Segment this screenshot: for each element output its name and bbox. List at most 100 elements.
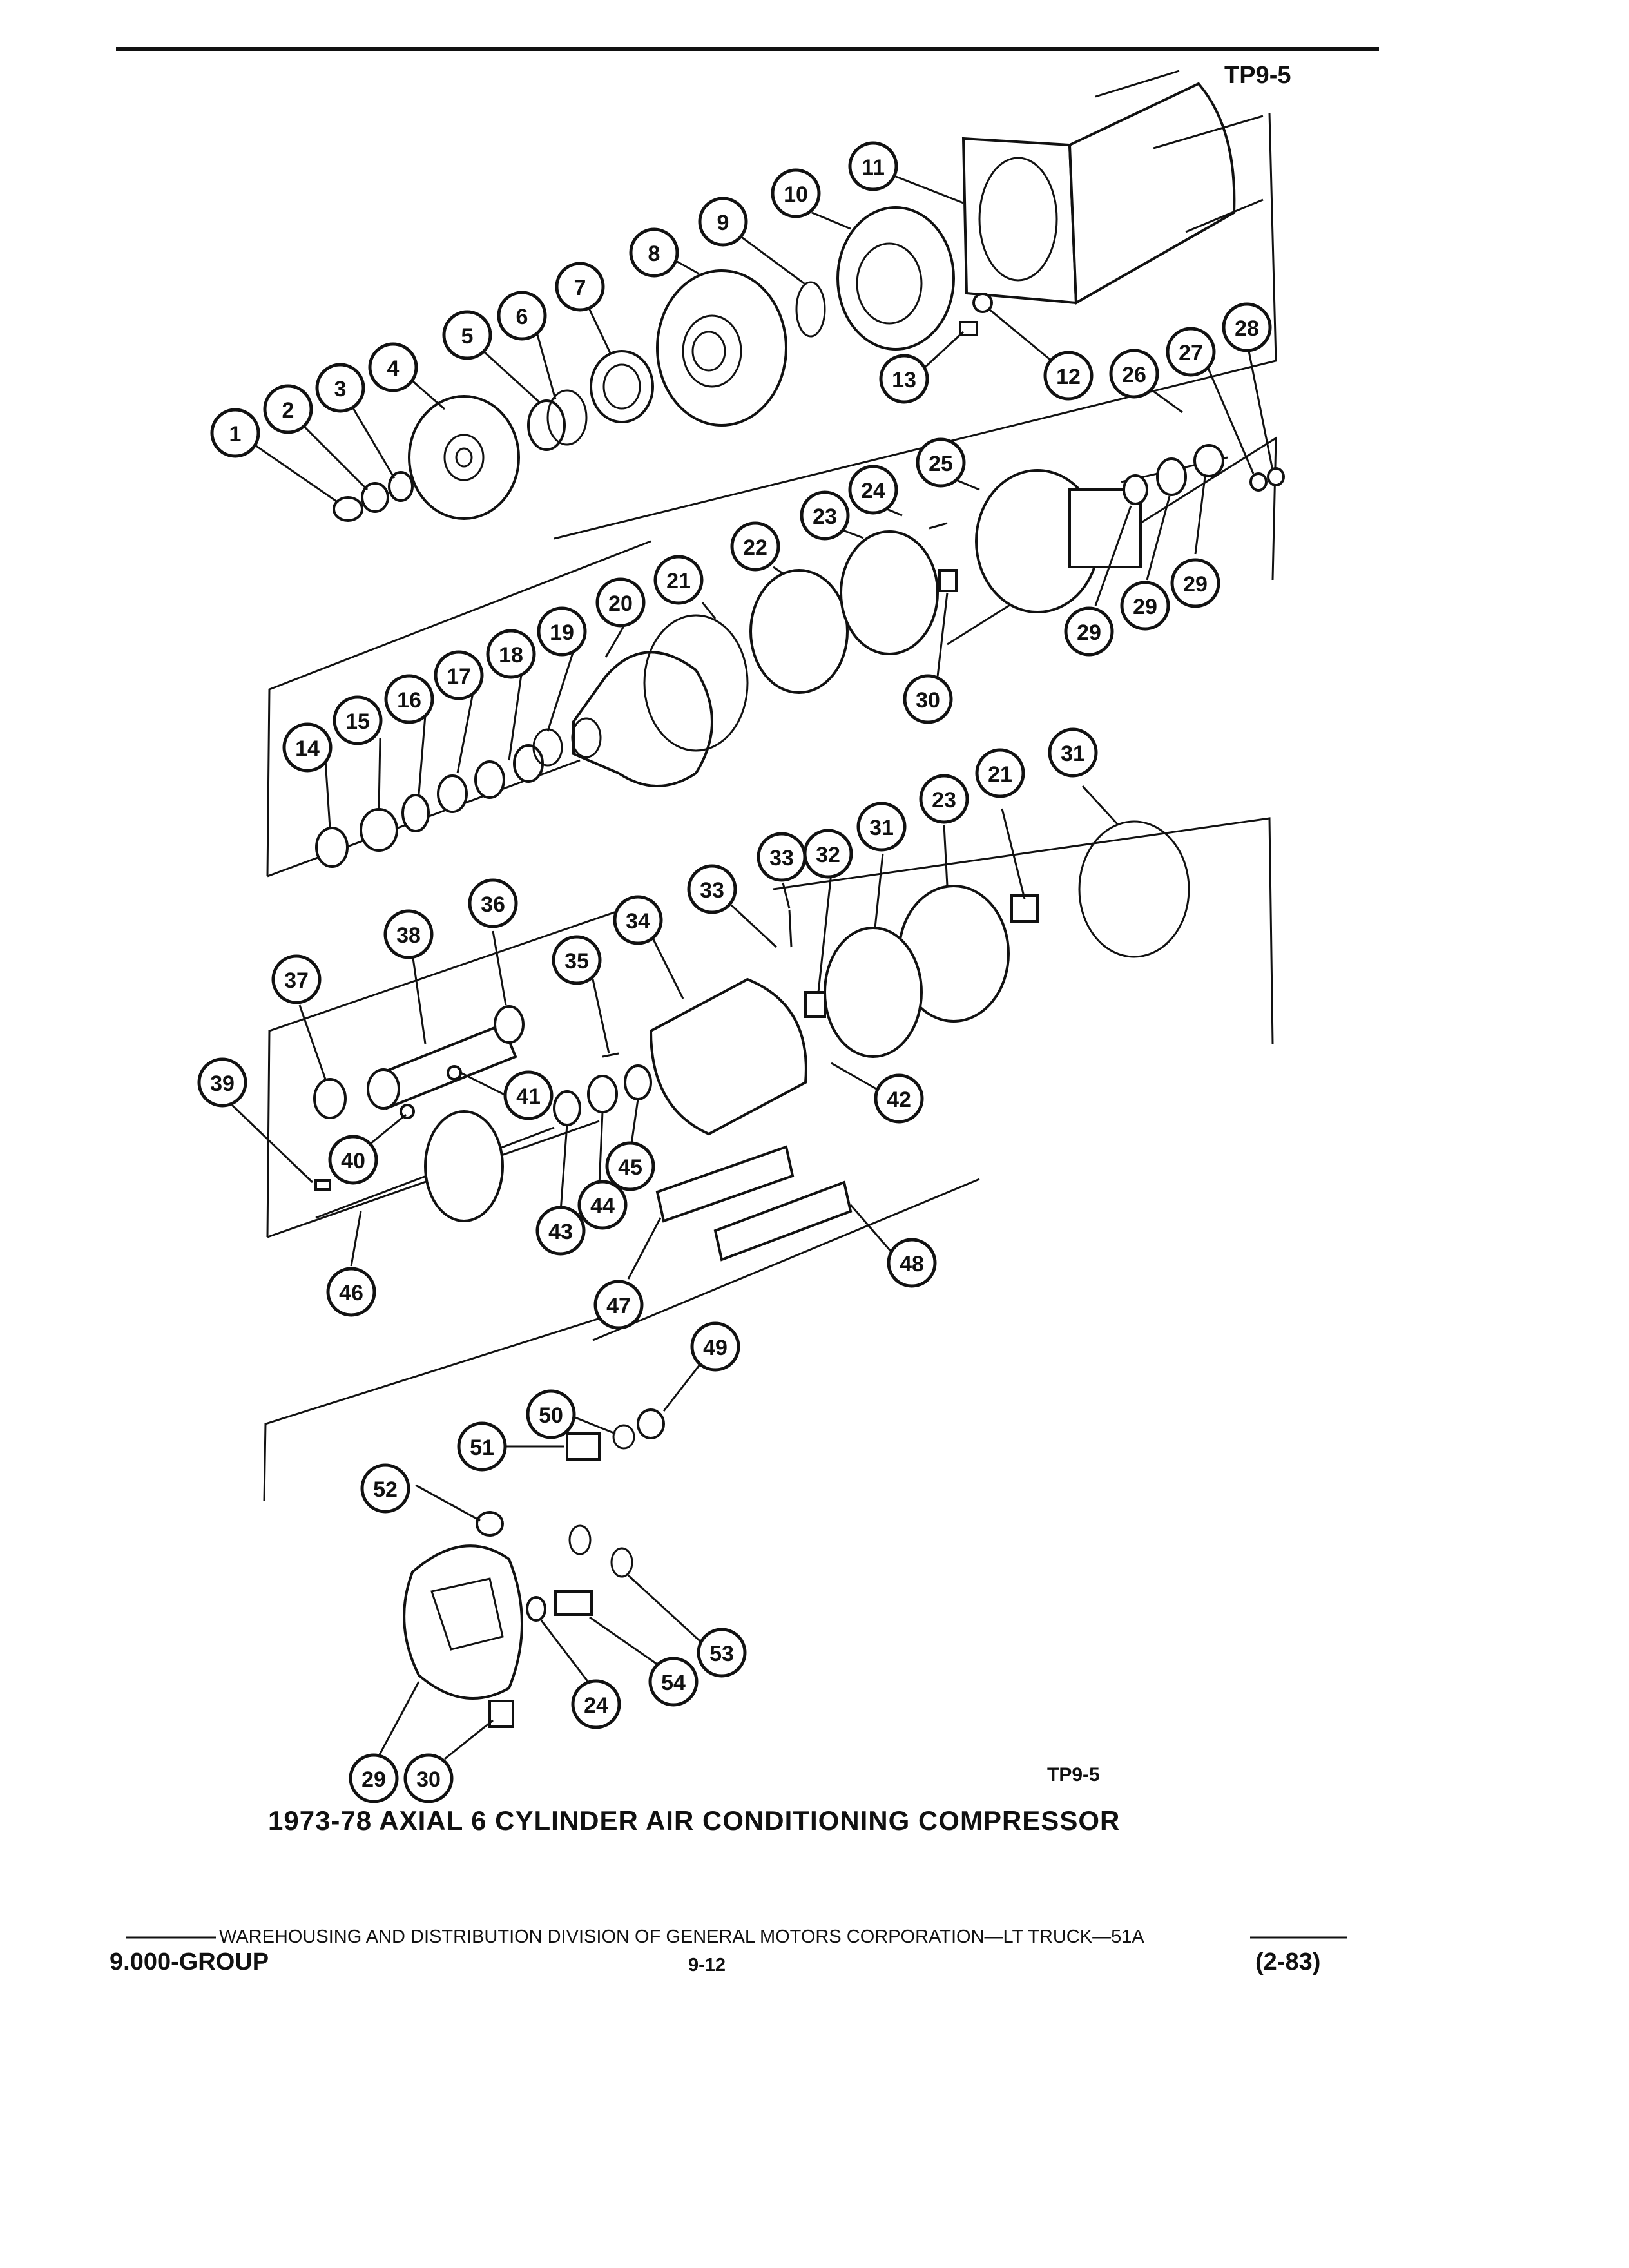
svg-text:24: 24 [584,1693,608,1718]
svg-text:32: 32 [816,843,840,867]
callout-39: 39 [197,1057,247,1108]
svg-text:10: 10 [784,182,808,207]
callout-14: 14 [282,722,333,773]
part-pulley-bearing [590,350,654,423]
svg-text:16: 16 [397,688,421,713]
callout-13: 13 [879,354,929,404]
part-reed-valve [749,569,849,694]
footer-page-number: 9-12 [688,1955,726,1975]
callout-23: 23 [919,774,969,824]
callout-8: 8 [629,227,679,278]
callout-18: 18 [486,629,536,679]
svg-text:45: 45 [618,1155,642,1180]
callout-24: 24 [571,1679,621,1729]
callout-7: 7 [555,262,605,312]
callout-33: 33 [687,864,737,914]
callout-50: 50 [526,1389,576,1439]
svg-text:17: 17 [447,664,471,689]
svg-text:1: 1 [229,422,242,447]
part-snap-ring [527,399,566,451]
callout-20: 20 [595,577,646,628]
svg-text:7: 7 [574,276,586,300]
part-valve-plate [840,530,939,655]
svg-text:15: 15 [345,709,370,734]
part-oil-screen [655,1145,795,1223]
callout-31: 31 [856,802,907,852]
front-head-parts [315,444,1285,868]
svg-text:53: 53 [709,1642,734,1666]
callout-1: 1 [210,408,260,458]
callout-46: 46 [326,1267,376,1317]
callout-29: 29 [1120,581,1170,631]
svg-text:48: 48 [900,1252,924,1276]
callout-29: 29 [1064,606,1114,657]
callout-31: 31 [1048,727,1098,778]
svg-text:30: 30 [916,688,940,713]
callout-9: 9 [698,197,748,247]
svg-text:28: 28 [1235,316,1259,341]
svg-text:19: 19 [550,620,574,645]
callout-5: 5 [442,310,492,360]
svg-text:9: 9 [717,211,729,235]
callout-48: 48 [887,1238,937,1288]
figure-title: 1973-78 AXIAL 6 CYLINDER AIR CONDITIONIN… [268,1805,1121,1836]
callout-41: 41 [503,1070,554,1120]
svg-text:51: 51 [470,1436,494,1460]
svg-text:2: 2 [282,398,294,423]
callout-49: 49 [690,1321,740,1372]
svg-text:46: 46 [339,1281,363,1305]
footer-date: (2-83) [1255,1948,1321,1975]
callout-22: 22 [730,521,780,572]
callout-30: 30 [903,674,953,724]
svg-text:11: 11 [862,155,885,180]
svg-text:29: 29 [1183,572,1208,597]
callout-24: 24 [848,465,898,515]
svg-text:13: 13 [892,368,916,392]
svg-text:3: 3 [334,377,347,401]
part-pulley [656,269,787,427]
svg-text:37: 37 [284,968,309,993]
part-shell-body [1068,82,1236,305]
svg-text:40: 40 [341,1149,365,1173]
svg-text:8: 8 [648,242,660,266]
svg-text:23: 23 [932,788,956,812]
callout-35: 35 [552,935,602,985]
svg-text:36: 36 [481,892,505,917]
callout-29: 29 [349,1753,399,1803]
svg-text:22: 22 [743,535,767,560]
svg-text:43: 43 [548,1220,573,1244]
callout-27: 27 [1166,327,1216,377]
callout-53: 53 [697,1628,747,1678]
shaft-and-rear-parts [313,820,1190,1262]
svg-text:27: 27 [1179,341,1203,365]
callout-15: 15 [333,695,383,745]
svg-text:34: 34 [626,909,650,934]
callout-51: 51 [457,1421,507,1472]
svg-text:23: 23 [813,505,837,529]
svg-text:49: 49 [703,1336,728,1360]
callout-21: 21 [975,748,1025,798]
part-washer [361,482,389,513]
callout-6: 6 [497,291,547,341]
svg-text:21: 21 [666,569,691,593]
svg-text:35: 35 [564,949,589,974]
part-suction-screen [713,1180,853,1262]
part-spacer [388,471,414,502]
callout-group: 1234567891011121314151617181920212223242… [197,141,1272,1803]
callout-47: 47 [593,1280,644,1330]
part-swashplate [424,1110,504,1222]
clutch-assembly-parts [333,70,1264,522]
callout-44: 44 [577,1180,628,1230]
callout-19: 19 [537,606,587,657]
callout-37: 37 [271,954,322,1004]
callout-52: 52 [360,1463,410,1514]
callout-28: 28 [1222,302,1272,352]
svg-text:50: 50 [539,1403,563,1428]
part-rear-head [403,1544,523,1700]
callout-42: 42 [874,1073,924,1124]
callout-25: 25 [916,437,966,488]
callout-43: 43 [535,1206,586,1256]
part-coil [836,206,955,351]
